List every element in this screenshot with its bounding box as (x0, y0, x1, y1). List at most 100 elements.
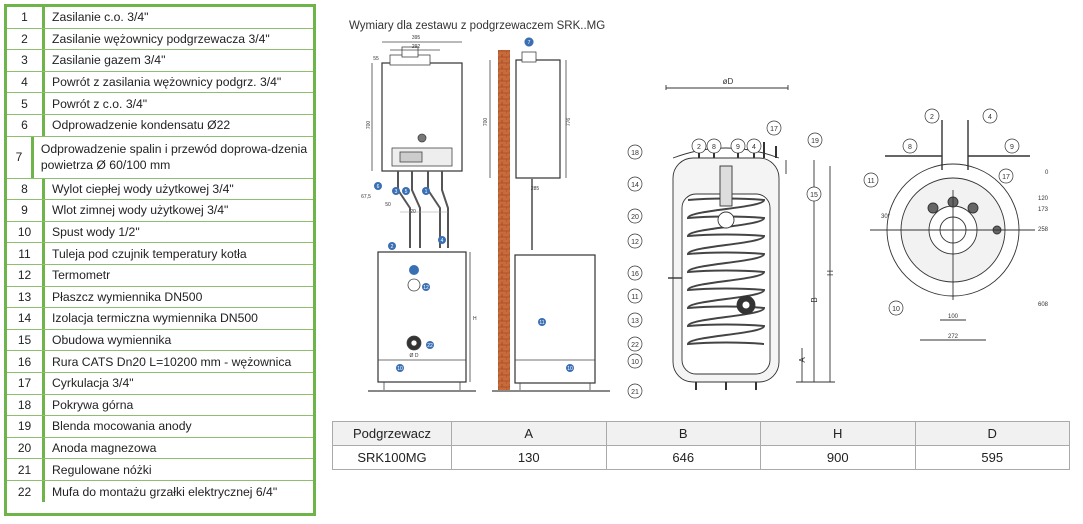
part-number: 7 (7, 136, 34, 178)
header-a: A (451, 421, 607, 446)
dim-395: 395 (412, 35, 421, 41)
callout-22-front: 22 (427, 343, 433, 349)
callout-12-front: 12 (423, 285, 429, 291)
callout-3: 3 (395, 189, 398, 195)
callout-4-top: 4 (988, 114, 992, 121)
header-podgrzewacz: Podgrzewacz (332, 421, 452, 446)
callout-2: 2 (391, 244, 394, 250)
top-view-callouts: 2 4 8 9 11 17 10 (863, 108, 1020, 316)
callout-6: 6 (377, 184, 380, 190)
callout-17-top: 17 (1002, 174, 1010, 181)
part-description: Płaszcz wymiennika DN500 (52, 289, 203, 304)
parts-list-row: 21 Regulowane nóżki (7, 459, 313, 481)
header-b: B (605, 421, 761, 446)
callout-1: 1 (425, 189, 428, 195)
parts-list-row: 22 Mufa do montażu grzałki elektrycznej 6… (7, 480, 313, 503)
callout-15: 15 (810, 192, 818, 199)
part-description: Odprowadzenie kondensatu Ø22 (52, 118, 231, 133)
part-description: Termometr (52, 268, 111, 283)
part-description: Spust wody 1/2" (52, 225, 140, 240)
callout-4: 4 (441, 238, 444, 244)
dim-tank-b: B (810, 297, 819, 302)
callout-22: 22 (631, 342, 639, 349)
callout-11: 11 (631, 294, 638, 301)
side-view-labels: 700 776 285 (483, 118, 572, 192)
callout-9-tank: 9 (736, 144, 740, 151)
dimensions-header-row: Podgrzewacz A B H D (332, 421, 1070, 446)
dim-55: 55 (373, 56, 379, 62)
part-number: 21 (7, 459, 45, 480)
diagram-title: Wymiary dla zestawu z podgrzewaczem SRK.… (349, 20, 606, 32)
callout-10-front: 10 (397, 366, 403, 372)
callout-11-side: 11 (539, 320, 544, 326)
parts-list-row: 14 Izolacja termiczna wymiennika DN500 (7, 308, 313, 330)
callout-8-tank: 8 (712, 144, 716, 151)
side-view (489, 50, 610, 392)
callout-17-tank: 17 (770, 126, 778, 133)
part-description: Regulowane nóżki (52, 462, 152, 477)
part-number: 22 (7, 480, 45, 503)
part-number: 14 (7, 308, 45, 329)
dim-608: 608 (1038, 302, 1049, 308)
callout-2-tank: 2 (697, 144, 701, 151)
front-view-labels: 395 292 55 700 67,5 50 20 H Ø D (361, 35, 477, 359)
dim-tank-od: øD (723, 77, 734, 86)
callout-20: 20 (631, 214, 639, 221)
dim-67-5: 67,5 (361, 194, 371, 200)
callout-19: 19 (811, 138, 819, 145)
dim-120: 120 (1038, 196, 1049, 202)
part-description: Mufa do montażu grzałki elektrycznej 6/4… (52, 484, 278, 499)
table-row: SRK100MG 130 646 900 595 (332, 445, 1070, 470)
dim-700: 700 (366, 121, 372, 130)
header-d: D (914, 421, 1070, 446)
part-number: 4 (7, 71, 45, 93)
cell-h: 900 (760, 445, 916, 470)
callout-11-top: 11 (867, 178, 874, 185)
part-description: Izolacja termiczna wymiennika DN500 (52, 311, 258, 326)
dim-side-776: 776 (566, 118, 572, 127)
parts-list-row: 18 Pokrywa górna (7, 394, 313, 417)
part-number: 2 (7, 28, 45, 50)
dim-30-deg: 30° (881, 214, 891, 220)
dim-292: 292 (412, 44, 421, 50)
part-number: 13 (7, 286, 45, 308)
callout-18: 18 (631, 150, 639, 157)
callout-14: 14 (631, 182, 639, 189)
callout-16: 16 (631, 271, 639, 278)
dim-h-front: H (473, 316, 477, 322)
part-description: Zasilanie wężownicy podgrzewacza 3/4" (52, 31, 270, 46)
dim-0: 0 (1045, 170, 1049, 176)
part-number: 5 (7, 93, 45, 114)
part-number: 18 (7, 394, 45, 416)
callout-12: 12 (631, 239, 639, 246)
part-description: Powrót z c.o. 3/4" (52, 96, 148, 111)
dimensions-table: Podgrzewacz A B H D SRK100MG 130 646 900… (332, 421, 1070, 470)
part-number: 8 (7, 178, 45, 200)
part-number: 17 (7, 372, 45, 394)
technical-drawing: 395 292 55 700 67,5 50 20 H Ø D 6 3 5 1 … (361, 35, 1049, 399)
callout-10: 10 (631, 359, 639, 366)
part-description: Pokrywa górna (52, 397, 134, 412)
dim-side-285: 285 (531, 186, 540, 192)
cell-d: 595 (914, 445, 1070, 470)
dim-side-700: 700 (483, 118, 489, 127)
part-number: 15 (7, 329, 45, 351)
tank-labels: øD H B A (723, 77, 835, 363)
parts-list-row: 13 Płaszcz wymiennika DN500 (7, 286, 313, 309)
dim-20: 20 (410, 209, 416, 215)
part-description: Rura CATS Dn20 L=10200 mm - wężownica (52, 354, 292, 369)
dim-tank-a: A (798, 357, 807, 363)
callout-2-top: 2 (930, 114, 934, 121)
part-description: Wylot ciepłej wody użytkowej 3/4" (52, 181, 234, 196)
callout-7: 7 (528, 40, 531, 46)
part-number: 11 (7, 243, 45, 264)
callout-5: 5 (405, 189, 408, 195)
dim-od-front: Ø D (410, 353, 419, 359)
